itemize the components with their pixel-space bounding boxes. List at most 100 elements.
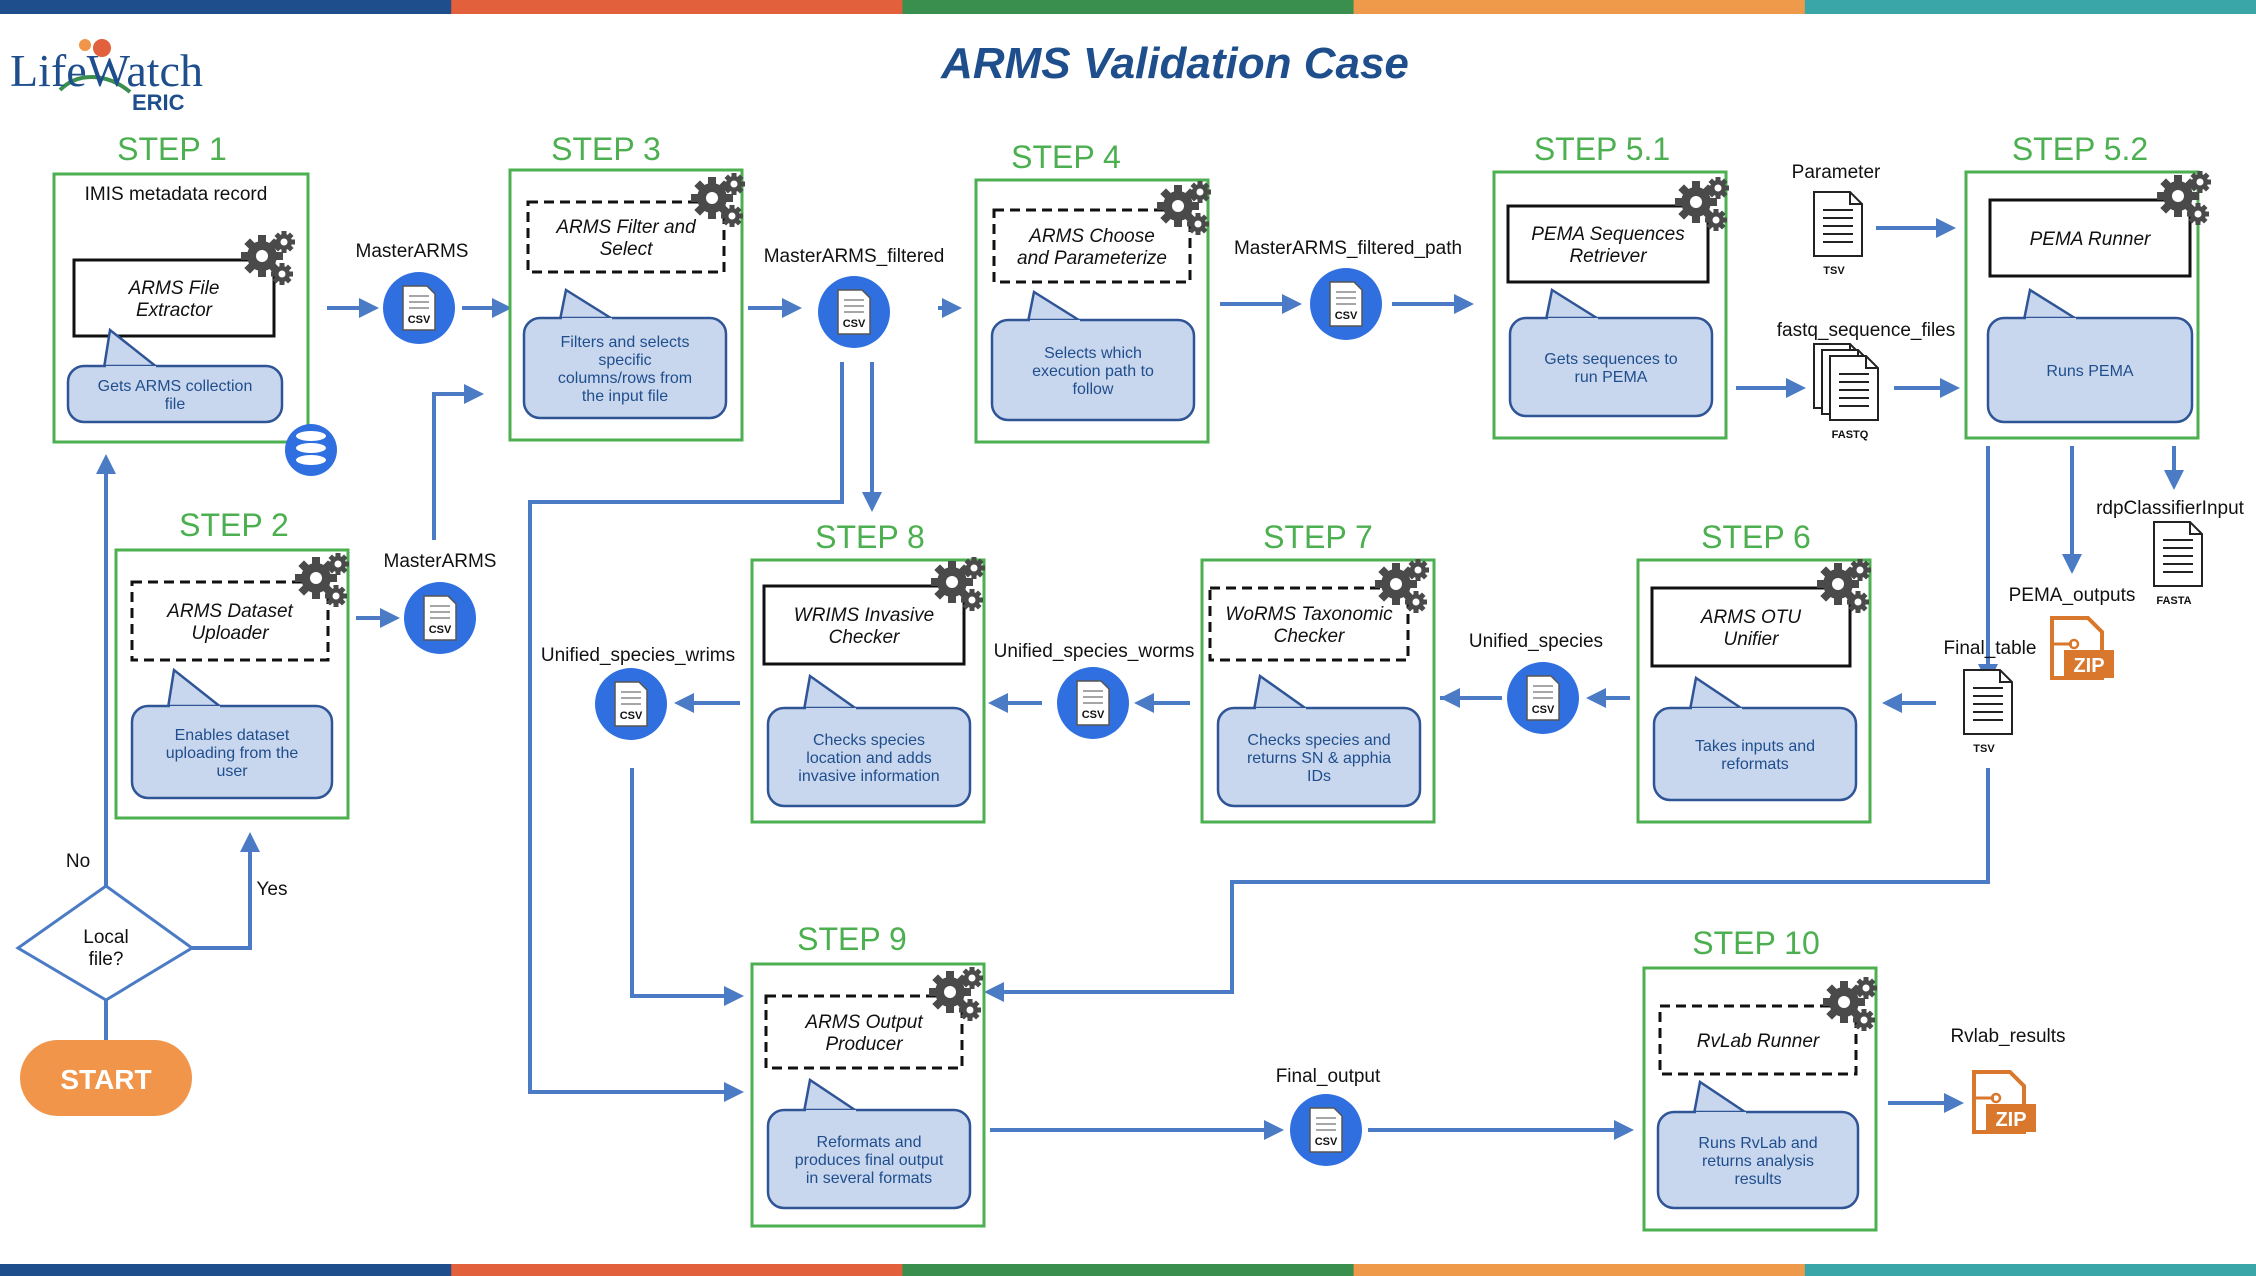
callout-box [766,706,972,808]
gear-small-icon [1707,177,1729,199]
color-bar-segment [1804,1264,2256,1276]
csv-node-filtered-path: CSV [1310,268,1382,340]
callout-box [766,1108,972,1210]
callout-pointer [166,667,223,709]
gear-small-icon [327,553,349,575]
label-pema-outputs: PEMA_outputs [2009,585,2136,606]
gear-small-icon [963,557,985,579]
step-label: STEP 10 [1692,925,1819,961]
tool-name-line: Select [600,239,654,260]
gear-small-icon [1187,213,1209,235]
label-imis: IMIS metadata record [85,184,268,205]
callout-text-line: results [1734,1171,1781,1188]
callout-text-line: IDs [1307,768,1331,785]
document-icon [1963,669,2013,735]
callout-box [1508,316,1714,418]
callout-pointer [558,287,615,322]
color-bar-segment [1353,0,1806,14]
callout-pointer [802,673,859,712]
tool-name-line: Extractor [136,300,213,321]
fasta-node-rdp: FASTA [2153,521,2203,607]
callout-text-line: Reformats and [817,1134,922,1151]
csv-file-icon-label: CSV [620,710,643,722]
step-label: STEP 6 [1701,519,1811,555]
callout-box [130,704,334,800]
tool-name-line: WRIMS Invasive [794,605,934,626]
label-unified-wrims: Unified_species_wrims [541,645,735,666]
tool-name-line: ARMS File [128,278,220,299]
bottom-color-bar [0,1264,2256,1276]
callout-box [66,364,284,424]
csv-node-unified-species: CSV [1507,662,1579,734]
callout-text-line: Enables dataset [175,727,290,744]
tool-name-line: ARMS OTU [1700,607,1802,628]
csv-node-unified-wrims: CSV [595,668,667,740]
step-label: STEP 8 [815,519,925,555]
decision-line2: file? [89,949,124,970]
csv-file-icon-label: CSV [429,624,452,636]
gear-small-icon [961,967,983,989]
tool-name-line: Uploader [191,623,269,644]
step-label: STEP 2 [179,507,289,543]
zip-node-pema-outputs: ZIP [2050,616,2114,680]
tool-box [992,208,1192,284]
tool-box [526,200,726,274]
tool-name-line: RvLab Runner [1697,1031,1820,1052]
gear-small-icon [961,589,983,611]
tool-box [72,258,276,338]
color-bar-segment [1804,0,2256,14]
csv-file-icon-label: CSV [843,318,866,330]
callout-pointer [1688,675,1745,712]
callout-text-line: the input file [582,388,668,405]
database-icon [285,424,337,476]
label-rdp: rdpClassifierInput [2096,498,2245,519]
gear-small-icon [1405,591,1427,613]
callout-pointer [1026,289,1083,324]
label-master-arms-2: MasterARMS [384,551,497,572]
callout-text-line: returns analysis [1702,1153,1814,1170]
label-filtered-path: MasterARMS_filtered_path [1234,238,1462,259]
callout-pointer [1544,287,1601,322]
gear-small-icon [959,999,981,1021]
gear-small-icon [2189,171,2211,193]
logo-subtext: ERIC [132,90,185,115]
document-icon [2153,521,2203,587]
callout-text-line: execution path to [1032,363,1154,380]
callout-text-line: reformats [1721,756,1789,773]
tool-name-line: ARMS Filter and [555,217,697,238]
callout-text-line: Gets sequences to [1544,351,1678,368]
gear-small-icon [1847,591,1869,613]
file-type-label: FASTQ [1832,429,1869,441]
gear-small-icon [1407,559,1429,581]
tool-box [1988,198,2192,278]
callout-box [1652,706,1858,802]
color-bar-segment [902,1264,1355,1276]
logo-text: LifeWatch [10,45,203,96]
callout-text-line: location and adds [806,750,931,767]
tool-box [130,580,330,662]
document-icon [1829,355,1879,421]
tool-name-line: Checker [1274,626,1345,647]
color-bar-segment [902,0,1355,14]
step-label: STEP 4 [1011,139,1121,175]
step-label: STEP 1 [117,131,227,167]
callout-text-line: uploading from the [166,745,299,762]
tool-name-line: ARMS Output [804,1012,923,1033]
callout-text-line: Filters and selects [561,334,690,351]
decision-line1: Local [83,927,128,948]
tsv-node-parameter: TSV [1813,191,1863,277]
tsv-node-final-table: TSV [1963,669,2013,755]
step-label: STEP 5.1 [1534,131,1670,167]
gear-small-icon [2187,203,2209,225]
data-labels: IMIS metadata record MasterARMS MasterAR… [85,162,2245,1087]
tool-box [764,994,964,1070]
file-type-label: TSV [1973,743,1995,755]
step-label: STEP 5.2 [2012,131,2148,167]
tool-box [1506,204,1710,284]
